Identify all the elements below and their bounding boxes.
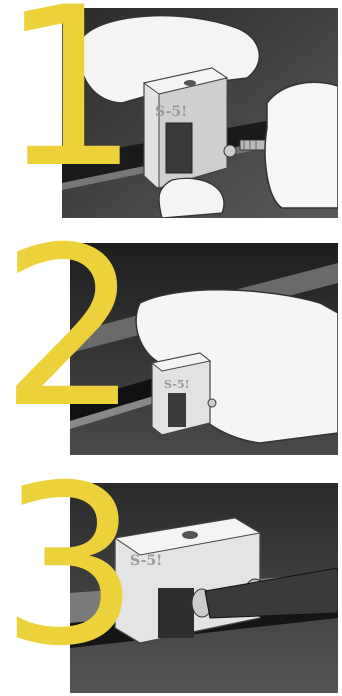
- brand-mark: S-5!: [155, 104, 187, 120]
- clamp-icon: [144, 68, 227, 188]
- set-screw-icon: [208, 399, 216, 407]
- step-3: S-5! 3: [0, 478, 342, 696]
- clamp-icon: [152, 353, 216, 435]
- step-number: 3: [0, 456, 140, 676]
- brand-mark: S-5!: [164, 378, 189, 391]
- step-number: 1: [0, 0, 140, 198]
- step-2: S-5! 2: [0, 240, 342, 460]
- step-number: 2: [0, 218, 140, 438]
- step-1: S-5! 1: [0, 0, 342, 220]
